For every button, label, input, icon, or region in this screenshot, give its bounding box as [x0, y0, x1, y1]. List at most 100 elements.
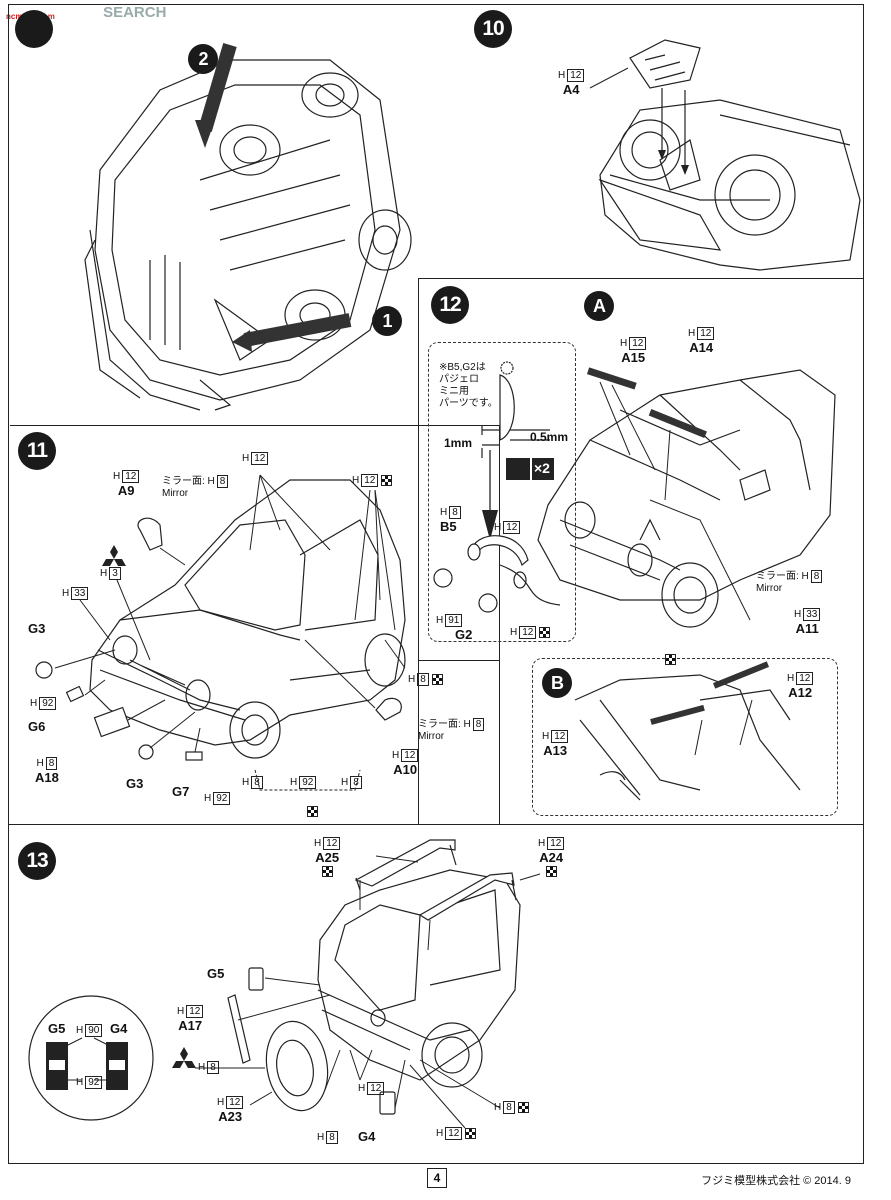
part-g3-lower: G3: [126, 776, 144, 791]
paint-code-prefix: H: [290, 777, 298, 788]
part-g3-upper: G3: [28, 621, 46, 636]
paint-code-prefix: H: [542, 731, 550, 742]
paint-code: 92: [299, 776, 317, 789]
dim-05mm: 0.5mm: [530, 430, 569, 444]
step12-panel: [418, 278, 864, 824]
paint-code: 8: [207, 1061, 219, 1074]
paint-code-prefix: H: [317, 1132, 325, 1143]
paint-code: 12: [226, 1096, 244, 1109]
paint-code-prefix: H: [794, 609, 802, 620]
paint-code-prefix: H: [358, 1083, 366, 1094]
paint-code: 12: [567, 69, 585, 82]
paint-code: 8: [326, 1131, 338, 1144]
paint-code-prefix: H: [436, 615, 444, 626]
paint-code: 8: [810, 570, 823, 583]
paint-code: 12: [551, 730, 569, 743]
part-g5: G5: [207, 966, 225, 981]
paint-code-prefix: H: [352, 475, 360, 486]
paint-code-prefix: H: [242, 777, 250, 788]
paint-code: 33: [71, 587, 89, 600]
paint-code: 8: [417, 673, 429, 686]
part-g4: G4: [358, 1129, 376, 1144]
paint-code: 12: [323, 837, 341, 850]
two-tone-icon: [381, 474, 393, 486]
paint-code: 12: [251, 452, 269, 465]
paint-code-prefix: H: [242, 453, 250, 464]
part-label: A10: [393, 762, 418, 777]
part-label: A14: [689, 340, 714, 355]
paint-code-prefix: H: [62, 588, 70, 599]
two-tone-icon: [465, 1127, 477, 1139]
mirror-label: ミラー面: H: [756, 571, 809, 582]
part-label: A13: [543, 743, 568, 758]
paint-code: 12: [122, 470, 140, 483]
paint-code-prefix: H: [30, 698, 38, 709]
paint-code: 92: [213, 792, 231, 805]
part-g7: G7: [172, 784, 190, 799]
paint-code: 12: [629, 337, 647, 350]
paint-code-prefix: H: [688, 328, 696, 339]
two-tone-icon: [517, 1101, 529, 1113]
paint-code: 8: [503, 1101, 515, 1114]
paint-code-prefix: H: [341, 777, 349, 788]
mirror-label: ミラー面: H: [162, 476, 215, 487]
part-g2: G2: [455, 627, 473, 642]
times-two-badge: ×2: [534, 460, 550, 476]
paint-code-prefix: H: [787, 673, 795, 684]
footer-copyright: フジミ模型株式会社 © 2014. 9: [701, 1175, 851, 1187]
paint-code: 12: [519, 626, 537, 639]
paint-code-prefix: H: [392, 750, 400, 761]
divider-12-11: [418, 660, 500, 661]
inset-g4: G4: [110, 1021, 128, 1036]
two-tone-icon: [307, 806, 318, 818]
inset-g5: G5: [48, 1021, 66, 1036]
paint-code: 8: [350, 776, 362, 789]
paint-code: 12: [401, 749, 419, 762]
paint-code-prefix: H: [558, 70, 566, 81]
part-label: A15: [621, 350, 646, 365]
step-number-11: 11: [18, 432, 56, 470]
step-number-2: 2: [188, 44, 218, 74]
page-number: 4: [427, 1168, 447, 1188]
paint-code-prefix: H: [314, 838, 322, 849]
step-number-1: 1: [372, 306, 402, 336]
sub-step-b: B: [542, 668, 572, 698]
paint-code: 12: [367, 1082, 385, 1095]
paint-code: 8: [216, 475, 229, 488]
paint-code-prefix: H: [510, 627, 518, 638]
paint-code: 92: [39, 697, 57, 710]
two-tone-icon: [321, 866, 333, 878]
step-number-10: 10: [474, 10, 512, 48]
paint-code: 12: [503, 521, 521, 534]
part-label: A4: [562, 82, 580, 97]
two-tone-icon: [545, 866, 557, 878]
paint-code: 91: [445, 614, 463, 627]
two-tone-icon: [665, 654, 676, 666]
sub-step-a: A: [584, 291, 614, 321]
page-frame: [8, 4, 864, 1164]
paint-code: 12: [361, 474, 379, 487]
paint-code-prefix: H: [113, 471, 121, 482]
